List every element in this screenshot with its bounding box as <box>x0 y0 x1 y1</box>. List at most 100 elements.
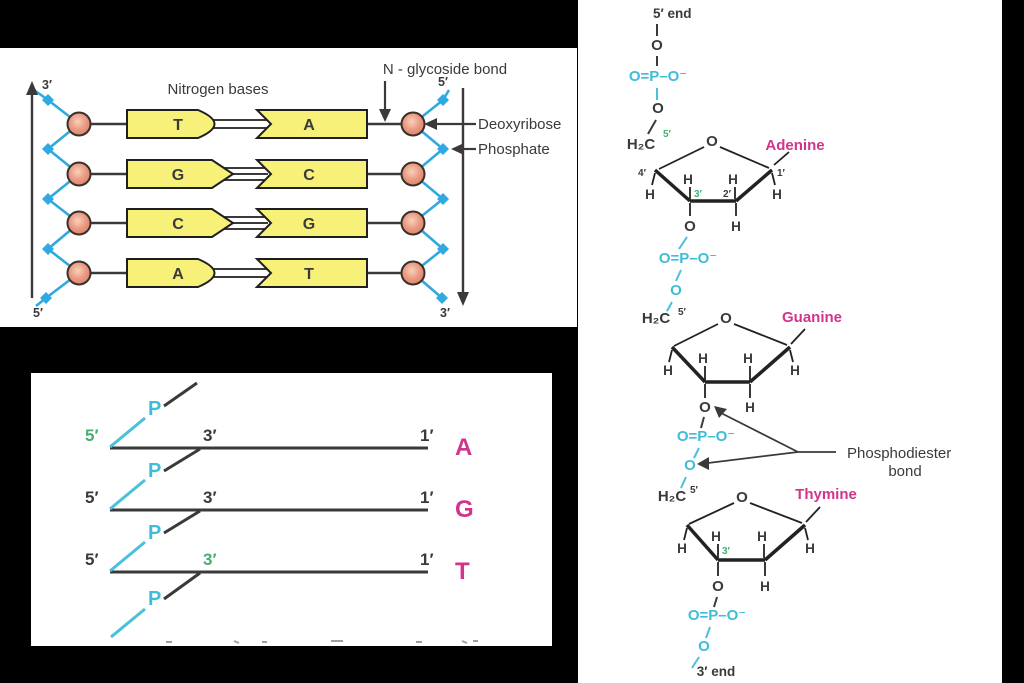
h-atom: H <box>663 363 673 378</box>
h-atom: H <box>698 351 708 366</box>
base-box-left-3 <box>126 208 235 238</box>
h-atom: H <box>743 351 753 366</box>
base-box-left-2 <box>126 159 235 189</box>
phosphate-p-partial: P <box>148 588 161 610</box>
h2c-group: H₂C <box>658 488 686 505</box>
base-letter: G <box>303 216 315 233</box>
base-letters: T A G C C G A T <box>172 117 315 283</box>
base-box-left-1 <box>126 109 216 139</box>
right-strand-3prime-label: 3′ <box>440 306 450 320</box>
oxygen-atom-cyan: O <box>670 282 682 299</box>
three-prime-end-label: 3′ end <box>697 664 736 679</box>
four-prime-mark: 4′ <box>638 168 647 179</box>
oxygen-atom: O <box>699 399 711 416</box>
base-box-right-2 <box>254 159 368 189</box>
bond <box>705 626 711 639</box>
h-atom: H <box>760 579 770 594</box>
one-prime-label: 1′ <box>420 426 434 445</box>
h-atom: H <box>790 363 800 378</box>
h-atom: H <box>683 172 693 187</box>
h-atom: H <box>731 219 741 234</box>
oxygen-atom-cyan: O <box>684 457 696 474</box>
bond <box>693 447 700 459</box>
phosphate-group-1: O=P–O⁻ <box>629 68 687 85</box>
h-atom: H <box>645 187 655 202</box>
phosphate-label: Phosphate <box>478 141 550 158</box>
phosphate-p: P <box>148 398 161 420</box>
bond <box>647 119 657 135</box>
nucleotide-chain-panel: 5′ end O O=P–O⁻ O <box>578 0 1002 683</box>
left-strand-5prime-label: 5′ <box>33 306 43 320</box>
ring-oxygen: O <box>736 489 748 506</box>
five-prime-label: 5′ <box>85 488 99 507</box>
five-prime-end-label: 5′ end <box>653 6 692 21</box>
phosphate-group-3: O=P–O⁻ <box>677 428 735 445</box>
h-atom: H <box>757 529 767 544</box>
base-letter: C <box>172 216 184 233</box>
bond <box>665 301 673 314</box>
phosphate-group-4: O=P–O⁻ <box>688 607 746 624</box>
oxygen-atom: O <box>684 218 696 235</box>
ring-oxygen: O <box>720 310 732 327</box>
glycoside-callout: N - glycoside bond <box>379 61 507 122</box>
one-prime-label: 1′ <box>420 488 434 507</box>
base-letter-T: T <box>455 558 470 585</box>
phosphate-diagonals-black <box>163 381 201 601</box>
right-strand-arrow <box>457 88 469 306</box>
phosphodiester-label: Phosphodiester <box>847 445 951 462</box>
deoxyribose-label: Deoxyribose <box>478 116 561 133</box>
base-letter: A <box>303 117 315 134</box>
adenine-label: Adenine <box>765 137 824 154</box>
h-atom: H <box>711 529 721 544</box>
bond <box>675 269 682 282</box>
base-letter: T <box>304 266 314 283</box>
guanine-sugar-ring <box>668 323 806 398</box>
base-letter: A <box>172 266 184 283</box>
h-atom: H <box>745 400 755 415</box>
h-atom: H <box>728 172 738 187</box>
thymine-label: Thymine <box>795 486 857 503</box>
deoxyribose-circles <box>66 111 426 286</box>
base-box-right-1 <box>254 109 368 139</box>
right-backbone-zigzag <box>410 89 451 304</box>
three-prime-mark-green: 3′ <box>694 189 703 200</box>
strand-lines <box>110 446 428 574</box>
h-atom: H <box>772 187 782 202</box>
phosphate-callout: Phosphate <box>451 141 550 158</box>
oxygen-atom-cyan: O <box>698 638 710 655</box>
bond <box>713 596 718 608</box>
bond <box>691 656 700 669</box>
three-prime-label: 3′ <box>203 426 217 445</box>
bond <box>680 476 687 489</box>
base-letter: C <box>303 167 315 184</box>
base-letter: G <box>172 167 184 184</box>
base-box-right-4 <box>254 258 368 288</box>
five-prime-label: 5′ <box>85 550 99 569</box>
strand-schematic-panel: 5′ P 3′ 1′ A 5′ P 3′ 1′ G 5′ P 3′ 1′ T P <box>31 373 552 646</box>
dna-ladder-panel: T A G C C G A T 3′ 5′ <box>0 48 577 327</box>
bond <box>700 416 705 429</box>
bond <box>678 236 688 250</box>
one-prime-mark: 1′ <box>777 168 786 179</box>
three-prime-label-green: 3′ <box>203 550 217 569</box>
base-letter-G: G <box>455 496 474 523</box>
phosphate-p: P <box>148 460 161 482</box>
thymine-sugar-ring <box>683 502 821 576</box>
hydrogen-bond-lines <box>210 119 268 278</box>
nitrogen-bases-label: Nitrogen bases <box>168 81 269 98</box>
glycoside-bond-label: N - glycoside bond <box>383 61 507 78</box>
ring-oxygen: O <box>706 133 718 150</box>
oxygen-atom: O <box>712 578 724 595</box>
phosphate-group-2: O=P–O⁻ <box>659 250 717 267</box>
h-atom: H <box>677 541 687 556</box>
left-strand-arrow <box>26 81 38 298</box>
three-prime-label: 3′ <box>203 488 217 507</box>
phosphodiester-bond-label: bond <box>888 463 921 480</box>
h2c-group: H₂C <box>642 310 670 327</box>
phosphate-p: P <box>148 522 161 544</box>
h2c-group: H₂C <box>627 136 655 153</box>
base-connector-lines <box>90 122 402 275</box>
strand-schematic-drawing: 5′ P 3′ 1′ A 5′ P 3′ 1′ G 5′ P 3′ 1′ T P <box>85 381 478 644</box>
dna-ladder-drawing: T A G C C G A T 3′ 5′ <box>26 61 561 320</box>
